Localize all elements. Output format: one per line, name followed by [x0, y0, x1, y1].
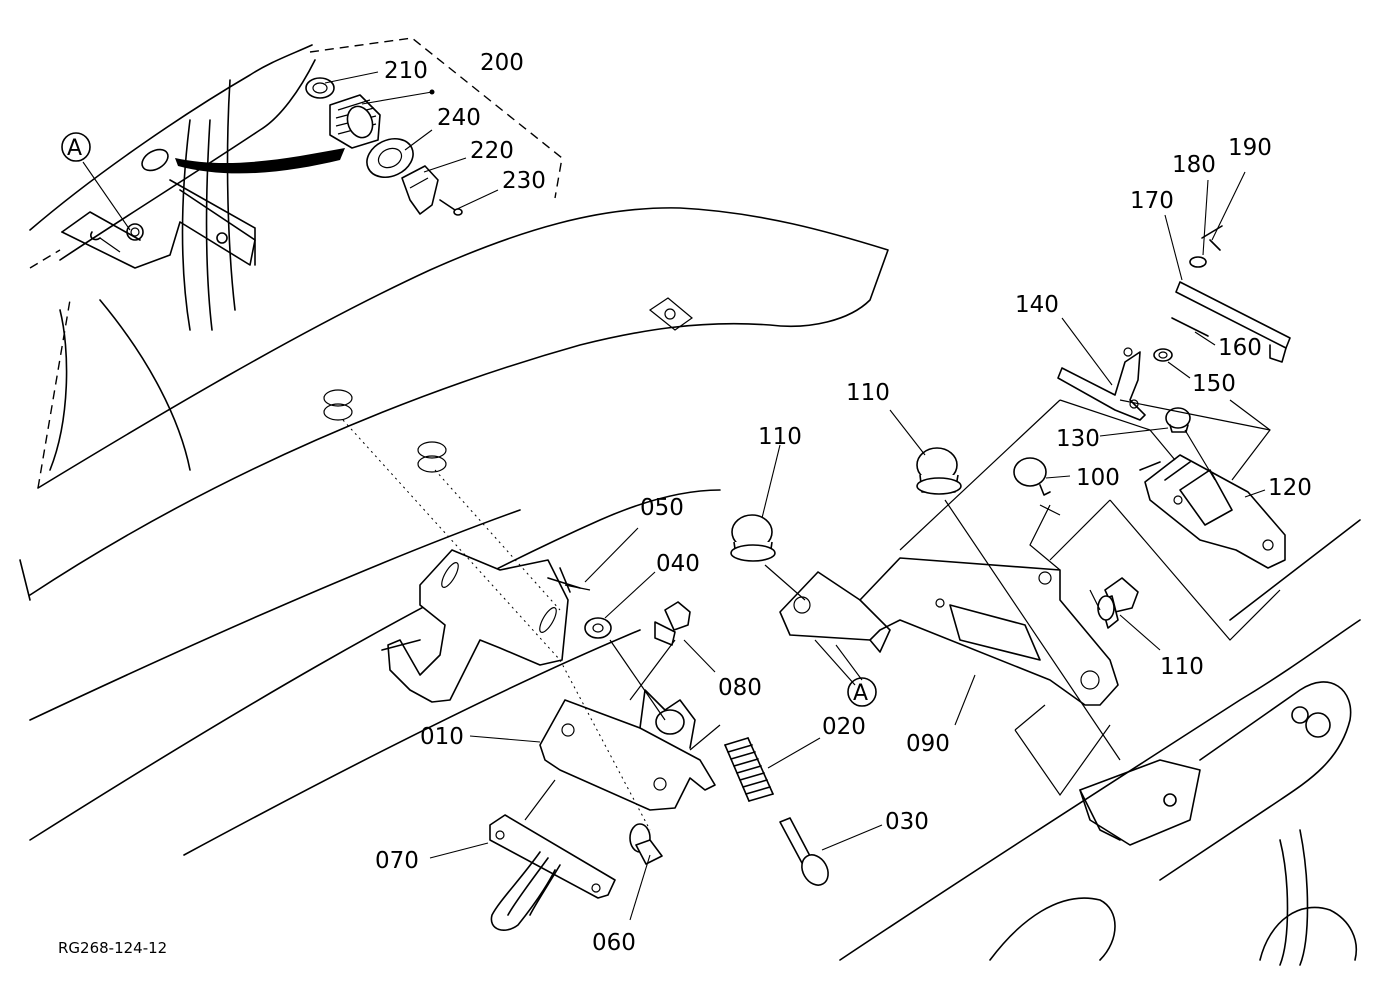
callout-110-mid: 110	[758, 424, 802, 450]
callout-020: 020	[822, 714, 866, 740]
cap-110-icon	[730, 514, 776, 562]
bracket-140-icon	[1057, 347, 1146, 421]
bolt-110-icon	[1097, 577, 1139, 629]
clip-220-icon	[401, 165, 439, 215]
callout-050: 050	[640, 495, 684, 521]
callout-080: 080	[718, 675, 762, 701]
callouts: 210 200 240 220 230 190 180 170 140 160 …	[375, 50, 1312, 956]
detail-a-inset	[61, 148, 345, 269]
callout-110-top: 110	[846, 380, 890, 406]
callout-210: 210	[384, 58, 428, 84]
bracket-090-icon	[779, 557, 1119, 706]
callout-130: 130	[1056, 426, 1100, 452]
callout-220: 220	[470, 138, 514, 164]
svg-text:A: A	[67, 136, 82, 161]
bolt-030-icon	[779, 817, 829, 886]
callout-200: 200	[480, 50, 524, 76]
callout-120: 120	[1268, 475, 1312, 501]
washer-040-icon	[584, 617, 612, 639]
figure-code: RG268-124-12	[58, 939, 167, 957]
assembly-lines	[342, 399, 1281, 831]
switch-120-icon	[1139, 454, 1286, 569]
washer-150-icon	[1153, 348, 1173, 362]
callout-150: 150	[1192, 371, 1236, 397]
fender-outline	[19, 44, 1361, 966]
callout-100: 100	[1076, 465, 1120, 491]
callout-170: 170	[1130, 188, 1174, 214]
callout-040: 040	[656, 551, 700, 577]
rod-170-icon	[1175, 239, 1291, 363]
bracket-010-icon	[539, 689, 716, 811]
svg-text:A: A	[853, 681, 868, 706]
screw-230-icon	[439, 199, 463, 216]
grommet-icon	[323, 297, 693, 473]
callout-090: 090	[906, 731, 950, 757]
spring-020-icon	[724, 737, 774, 802]
bolt-060-icon	[629, 823, 663, 865]
socket-240-icon	[329, 94, 381, 149]
callout-030: 030	[885, 809, 929, 835]
pin-160-icon	[1171, 317, 1209, 337]
callout-240: 240	[437, 105, 481, 131]
callout-180: 180	[1172, 152, 1216, 178]
callout-070: 070	[375, 848, 419, 874]
assembly-200-bracket	[309, 37, 563, 199]
callout-190: 190	[1228, 135, 1272, 161]
leader-lines	[82, 71, 1266, 921]
plate-icon	[381, 549, 569, 703]
bolt-080-icon	[654, 601, 691, 646]
o-ring-210-icon	[305, 77, 335, 99]
callout-010: 010	[420, 724, 464, 750]
cap-110-icon	[916, 447, 962, 495]
callout-160: 160	[1218, 335, 1262, 361]
callout-230: 230	[502, 168, 546, 194]
callout-110-right: 110	[1160, 654, 1204, 680]
view-marker-a-top: A	[61, 132, 91, 162]
view-marker-a-bottom: A	[847, 677, 877, 707]
callout-140: 140	[1015, 292, 1059, 318]
washer-icon	[366, 137, 414, 179]
cap-100-icon	[1013, 457, 1051, 496]
pin-icon	[1201, 225, 1223, 239]
handle-070-icon	[489, 814, 616, 931]
callout-060: 060	[592, 930, 636, 956]
